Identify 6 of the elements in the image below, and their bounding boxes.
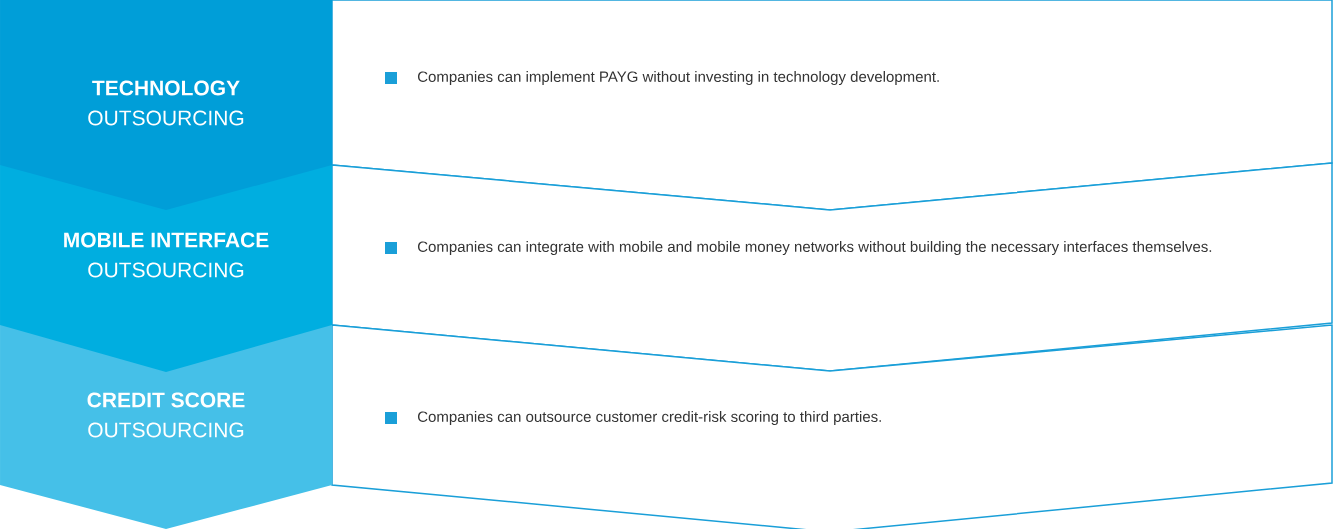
text-panel: Companies can outsource customer credit-risk scoring to third parties. <box>331 324 1333 529</box>
text-panel: Companies can integrate with mobile and mobile money networks without building the necessary interfaces themselves. <box>331 162 1333 372</box>
text-panel: Companies can implement PAYG without investing in technology development. <box>331 0 1333 211</box>
node-label: Companies can integrate with mobile and mobile money networks without building the necessary interfaces themselves. <box>417 241 1212 255</box>
chevron-banner: TECHNOLOGY OUTSOURCING <box>0 0 332 210</box>
node-label: Companies can outsource customer credit-risk scoring to third parties. <box>417 411 881 425</box>
